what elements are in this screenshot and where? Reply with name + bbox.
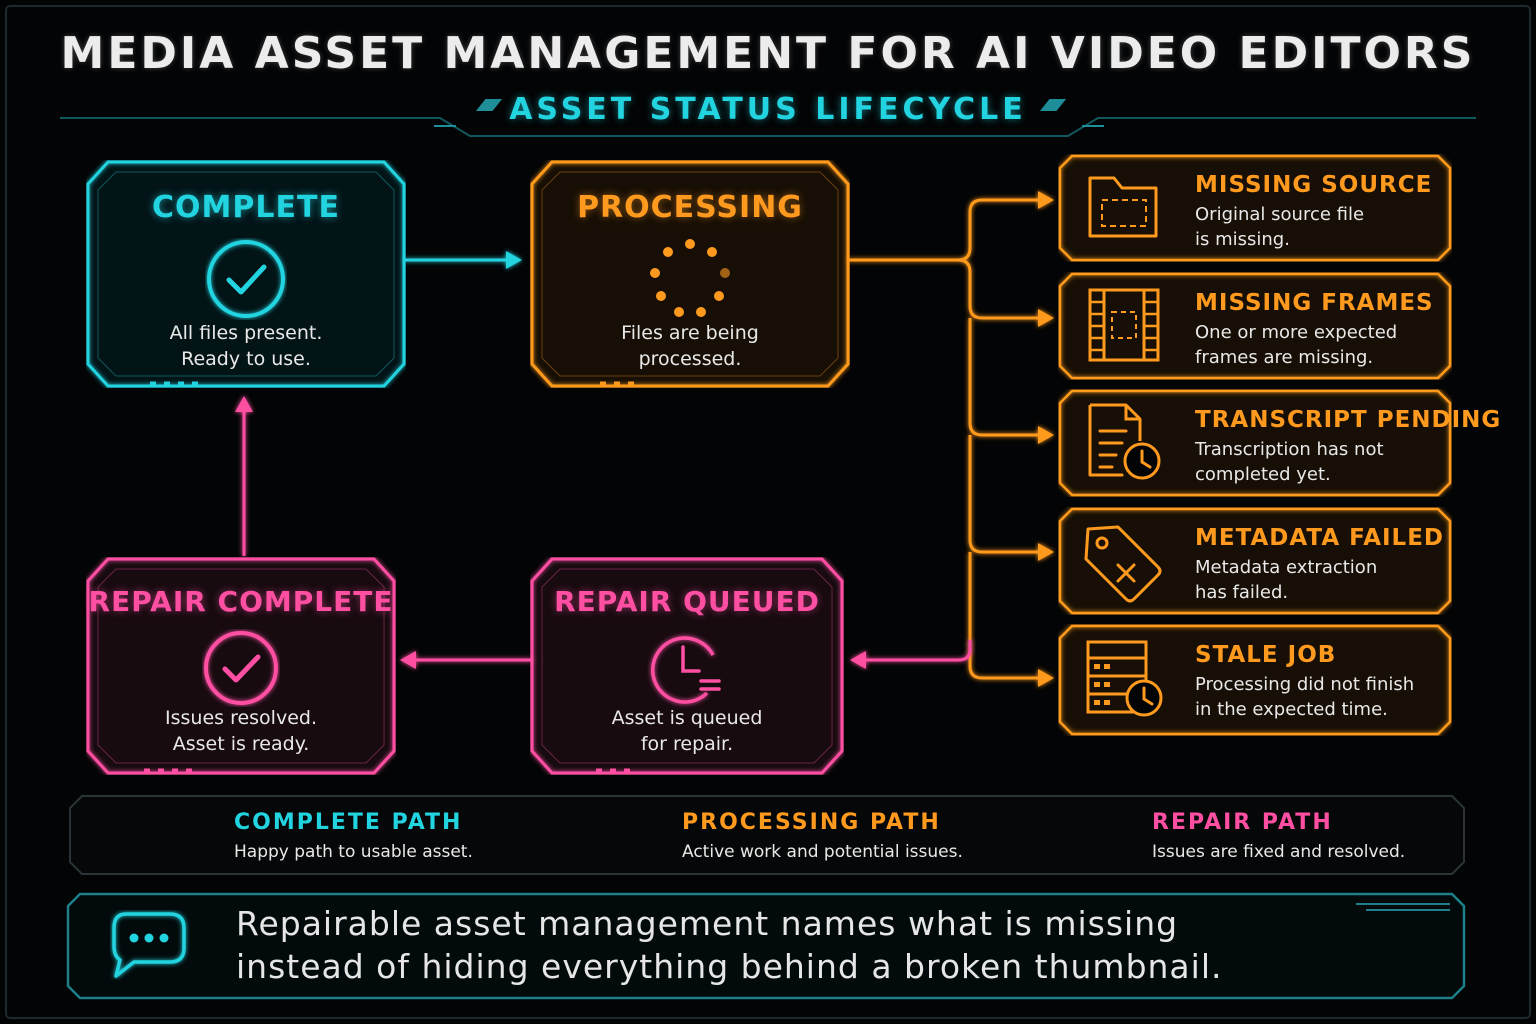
tag-x-icon	[1084, 525, 1162, 603]
card-frame	[530, 557, 844, 775]
issue-card-metadata-failed[interactable]: METADATA FAILED Metadata extraction has …	[1058, 507, 1452, 615]
state-title: PROCESSING	[577, 190, 803, 225]
clock-list-icon	[650, 636, 721, 704]
summary-banner	[66, 892, 1466, 1000]
branch-arrowheads	[1038, 191, 1054, 687]
card-frame	[86, 160, 406, 388]
document-clock-icon	[1088, 403, 1161, 480]
desc-line: processed.	[638, 348, 742, 370]
legend-desc-processing: Active work and potential issues.	[682, 842, 963, 862]
legend-title-repair: REPAIR PATH	[1152, 810, 1333, 835]
subtitle-bracket	[60, 99, 1476, 137]
issue-title: MISSING SOURCE	[1195, 172, 1433, 198]
page-frame	[5, 5, 1531, 1019]
state-description: Asset is queued for repair.	[530, 705, 844, 757]
state-card-repair-queued[interactable]: REPAIR QUEUED Asset is queued for repair…	[530, 557, 844, 775]
banner-frame	[66, 892, 1466, 1000]
desc-line: Processing did not finish	[1195, 674, 1415, 695]
desc-line: Issues resolved.	[165, 707, 317, 729]
desc-line: for repair.	[640, 733, 734, 755]
issue-title: TRANSCRIPT PENDING	[1195, 407, 1502, 433]
folder-icon	[1088, 176, 1158, 238]
film-strip-icon	[1088, 288, 1160, 362]
state-title: REPAIR COMPLETE	[88, 585, 394, 618]
issue-card-transcript-pending[interactable]: TRANSCRIPT PENDING Transcription has not…	[1058, 389, 1500, 497]
arrow-complete-to-processing	[404, 251, 522, 269]
spinner-icon	[650, 239, 730, 317]
issue-description: One or more expected frames are missing.	[1195, 320, 1397, 370]
legend-desc-repair: Issues are fixed and resolved.	[1152, 842, 1406, 862]
legend-frame	[69, 795, 1465, 875]
page-title: MEDIA ASSET MANAGEMENT FOR AI VIDEO EDIT…	[60, 28, 1476, 79]
legend-title-processing: PROCESSING PATH	[682, 810, 941, 835]
desc-line: All files present.	[169, 322, 323, 344]
issue-description: Processing did not finish in the expecte…	[1195, 672, 1414, 722]
issue-card-missing-source[interactable]: MISSING SOURCE Original source file is m…	[1058, 154, 1452, 262]
banner-line: Repairable asset management names what i…	[236, 904, 1179, 943]
state-card-repair-complete[interactable]: REPAIR COMPLETE Issues resolved. Asset i…	[86, 557, 396, 775]
desc-line: Transcription has not	[1195, 439, 1384, 460]
legend-desc-complete: Happy path to usable asset.	[234, 842, 473, 862]
arrow-issues-to-repair-queued	[850, 640, 972, 669]
desc-line: has failed.	[1195, 582, 1289, 603]
desc-line: Original source file	[1195, 204, 1365, 225]
state-description: Files are being processed.	[530, 320, 850, 372]
desc-line: is missing.	[1195, 229, 1290, 250]
issue-title: MISSING FRAMES	[1195, 290, 1434, 316]
page-subtitle: ASSET STATUS LIFECYCLE	[509, 92, 1027, 127]
check-circle-icon	[207, 240, 285, 318]
state-card-processing[interactable]: PROCESSING Files are being processed.	[530, 160, 850, 388]
card-frame	[1058, 507, 1452, 615]
card-frame	[86, 557, 396, 775]
legend-title-complete: COMPLETE PATH	[234, 810, 463, 835]
issue-card-missing-frames[interactable]: MISSING FRAMES One or more expected fram…	[1058, 272, 1452, 380]
banner-message: Repairable asset management names what i…	[236, 902, 1222, 988]
state-description: Issues resolved. Asset is ready.	[86, 705, 396, 757]
desc-line: completed yet.	[1195, 464, 1331, 485]
state-title: COMPLETE	[152, 190, 340, 225]
desc-line: in the expected time.	[1195, 699, 1388, 720]
processing-branches	[848, 198, 1040, 680]
arrow-repair-queued-to-repair-complete	[400, 651, 532, 669]
desc-line: Asset is queued	[611, 707, 763, 729]
chat-bubble-icon	[112, 912, 186, 978]
issue-title: STALE JOB	[1195, 642, 1337, 668]
desc-line: One or more expected	[1195, 322, 1398, 343]
desc-line: Ready to use.	[181, 348, 311, 370]
server-clock-icon	[1086, 640, 1163, 717]
banner-line: instead of hiding everything behind a br…	[236, 947, 1223, 986]
card-frame	[530, 160, 850, 388]
arrow-repair-complete-to-complete	[235, 396, 253, 556]
desc-line: Files are being	[621, 322, 759, 344]
issue-card-stale-job[interactable]: STALE JOB Processing did not finish in t…	[1058, 624, 1452, 736]
desc-line: Metadata extraction	[1195, 557, 1378, 578]
state-description: All files present. Ready to use.	[86, 320, 406, 372]
desc-line: Asset is ready.	[172, 733, 310, 755]
issue-description: Metadata extraction has failed.	[1195, 555, 1377, 605]
legend: COMPLETE PATH Happy path to usable asset…	[68, 794, 1466, 876]
issue-description: Original source file is missing.	[1195, 202, 1364, 252]
desc-line: frames are missing.	[1195, 347, 1374, 368]
state-card-complete[interactable]: COMPLETE All files present. Ready to use…	[86, 160, 406, 388]
issue-title: METADATA FAILED	[1195, 525, 1445, 551]
check-circle-icon	[204, 631, 278, 705]
state-title: REPAIR QUEUED	[554, 585, 820, 618]
issue-description: Transcription has not completed yet.	[1195, 437, 1384, 487]
